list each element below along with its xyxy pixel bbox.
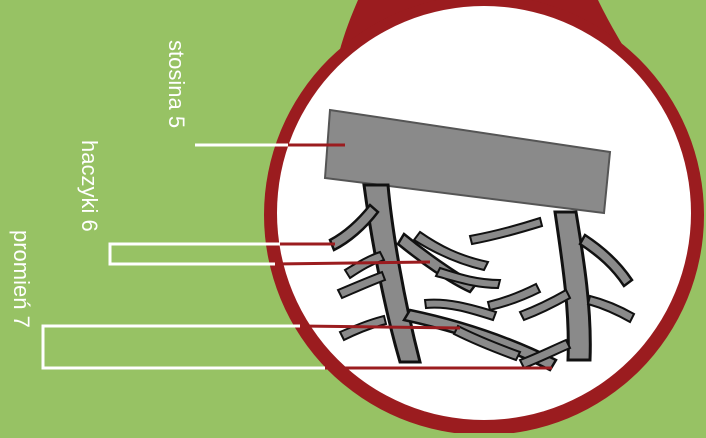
label-haczyki: haczyki 6 — [78, 140, 100, 232]
leader-promien-bracket — [43, 326, 325, 368]
label-stosina: stosina 5 — [165, 40, 187, 128]
leader-promien-red-1 — [300, 326, 460, 328]
magnifier-lens — [277, 6, 691, 420]
label-promien: promień 7 — [10, 230, 32, 328]
leader-haczyki-red-2 — [275, 262, 430, 264]
leader-haczyki-bracket — [110, 244, 280, 264]
